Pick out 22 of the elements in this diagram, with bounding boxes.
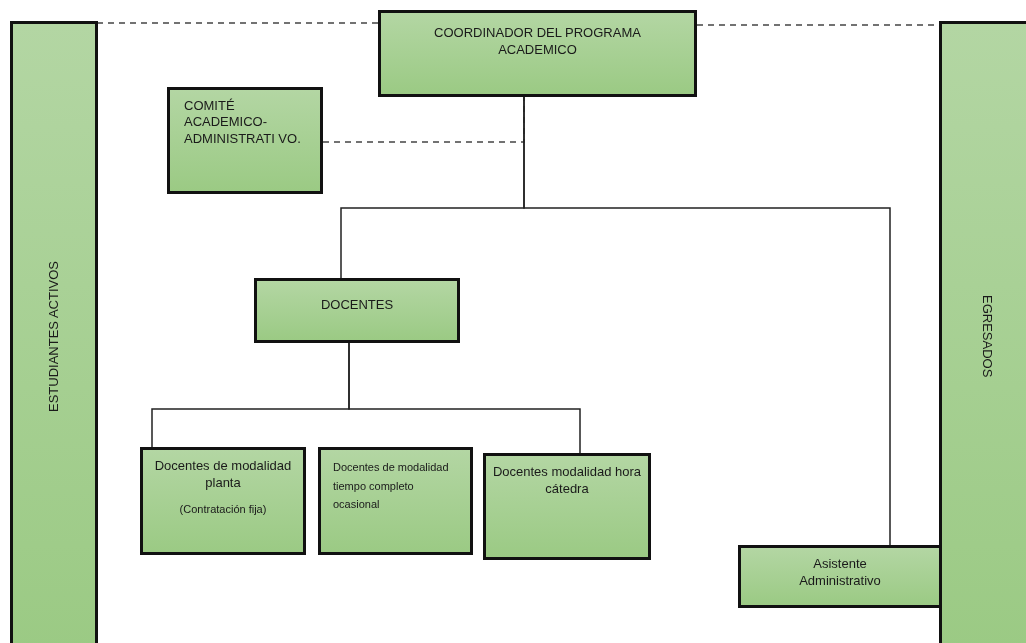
box-label: Asistente Administrativo: [798, 556, 882, 590]
box-label: EGRESADOS: [979, 294, 996, 378]
org-box: [318, 447, 473, 555]
box-label: Docentes de modalidad planta: [153, 458, 293, 492]
org-box: [140, 447, 306, 555]
connector-line: [348, 342, 581, 454]
box-label: DOCENTES: [320, 297, 394, 314]
box-label: COORDINADOR DEL PROGRAMA ACADEMICO: [433, 25, 642, 59]
org-box: [738, 545, 942, 608]
org-box: [254, 278, 460, 343]
box-label: COMITÉ ACADEMICO- ADMINISTRATI VO.: [184, 98, 302, 147]
org-box: [378, 10, 697, 97]
org-box: [167, 87, 323, 194]
dashed-connector: [97, 22, 379, 24]
box-label: ESTUDIANTES ACTIVOS: [45, 260, 62, 412]
box-note: (Contratación fija): [179, 501, 267, 517]
side-bar: [10, 21, 98, 643]
box-label: Docentes de modalidad tiempo completo ocasional: [333, 460, 450, 513]
side-bar: [939, 21, 1026, 643]
connector-line: [523, 96, 891, 546]
box-label: Docentes modalidad hora cátedra: [492, 464, 642, 498]
org-box: [483, 453, 651, 560]
